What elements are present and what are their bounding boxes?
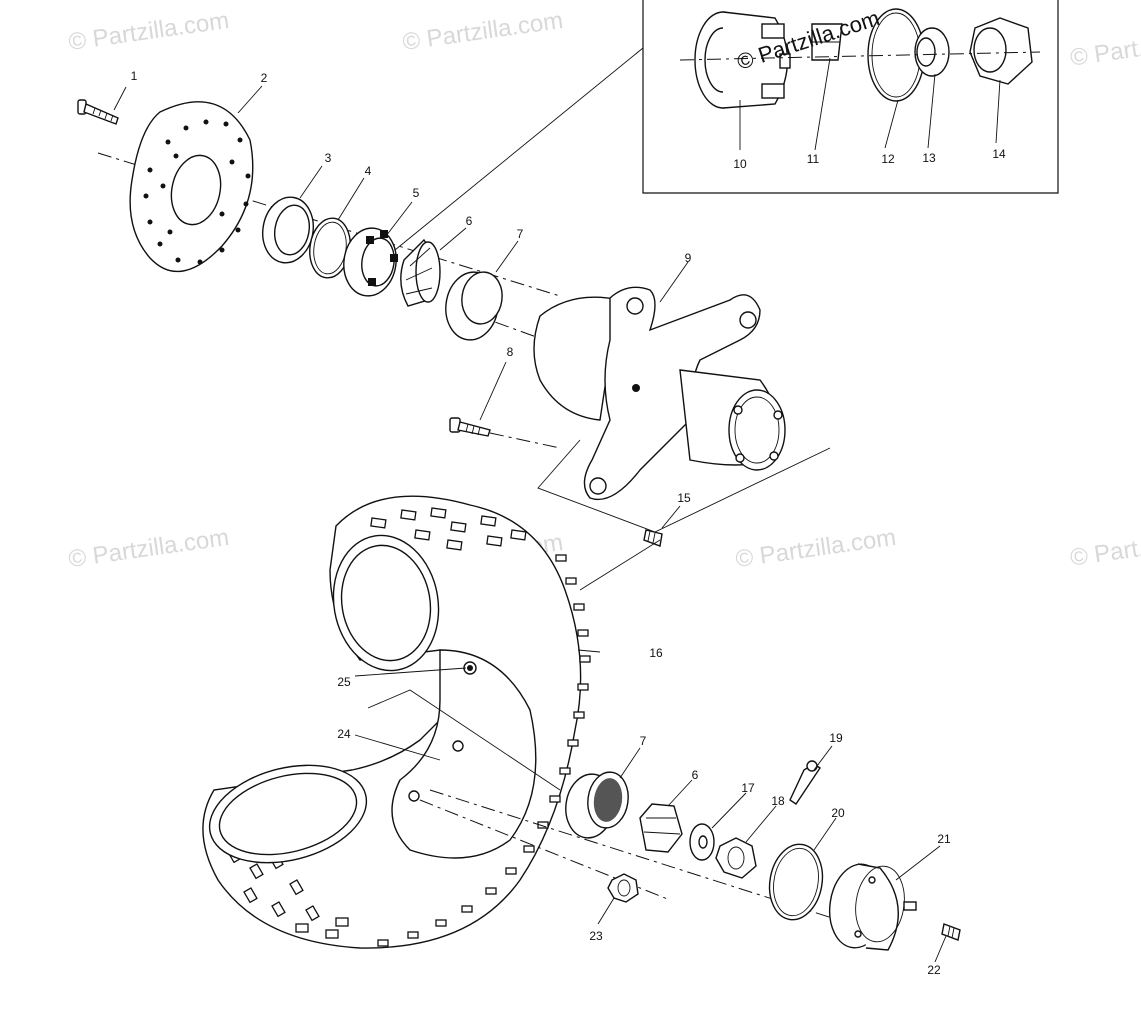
callout-14: 14	[992, 147, 1006, 161]
callout-3: 3	[325, 151, 332, 165]
part-22-screw: 22	[927, 923, 961, 977]
callout-19: 19	[829, 731, 843, 745]
part-3-seal: 3	[262, 151, 332, 264]
part-7-bearing-race-lower: 7	[565, 734, 647, 839]
part-7-bearing-race: 7	[445, 227, 524, 341]
part-13-washer	[914, 27, 950, 77]
part-11-cotter-pin	[811, 23, 843, 61]
callout-6b: 6	[692, 768, 699, 782]
callout-4: 4	[365, 164, 372, 178]
part-14-hex-nut	[969, 17, 1033, 85]
callout-15: 15	[677, 491, 691, 505]
part-5-bearing: 5	[343, 186, 420, 297]
inset-box: 10 11 12 13 14	[394, 0, 1059, 251]
part-17-washer: 17	[689, 781, 755, 861]
callout-7a: 7	[517, 227, 524, 241]
part-18-castle-nut: 18	[715, 794, 785, 879]
part-19-cotter-pin: 19	[789, 731, 843, 805]
callout-16: 16	[649, 646, 663, 660]
callout-13: 13	[922, 151, 936, 165]
callout-11: 11	[807, 152, 820, 166]
callout-2: 2	[261, 71, 268, 85]
callout-18: 18	[771, 794, 785, 808]
callout-1: 1	[131, 69, 138, 83]
callout-9: 9	[685, 251, 692, 265]
part-6-tapered-bearing-lower: 6	[639, 768, 699, 853]
callout-21: 21	[937, 832, 951, 846]
callout-5: 5	[413, 186, 420, 200]
callout-23: 23	[589, 929, 603, 943]
part-6-tapered-bearing: 6	[400, 214, 473, 307]
callout-24: 24	[337, 727, 351, 741]
callout-6a: 6	[466, 214, 473, 228]
callout-7b: 7	[640, 734, 647, 748]
part-10-castle-nut	[694, 11, 791, 109]
part-8-bolt: 8	[449, 345, 561, 449]
callout-22: 22	[927, 963, 941, 977]
callout-8: 8	[507, 345, 514, 359]
callout-25: 25	[337, 675, 351, 689]
callout-20: 20	[831, 806, 845, 820]
part-16-tire-wheel: 16	[202, 495, 663, 949]
callout-12: 12	[881, 152, 895, 166]
callout-10: 10	[733, 157, 747, 171]
part-20-o-ring: 20	[768, 806, 845, 921]
part-21-hub-cap: 21	[828, 832, 951, 951]
part-9-hub-knuckle: 9	[533, 251, 786, 501]
callout-17: 17	[741, 781, 755, 795]
part-1-screw: 1	[77, 69, 138, 125]
part-2-brake-disc: 2	[129, 71, 268, 273]
part-4-snap-ring: 4	[309, 164, 372, 279]
part-23-lug-nut: 23	[589, 873, 639, 943]
